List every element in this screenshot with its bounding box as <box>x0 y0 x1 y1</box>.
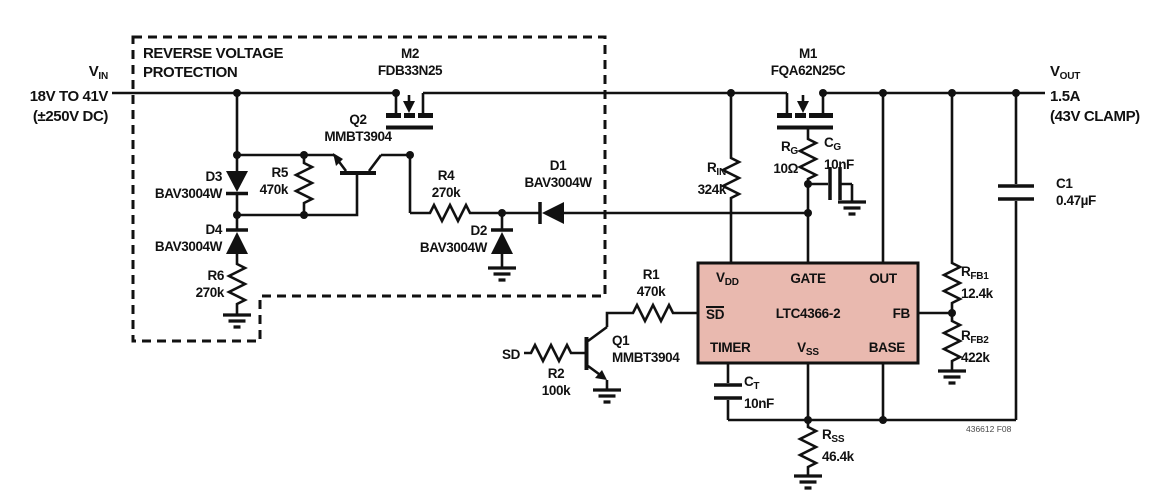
ct-label: CT 10nF <box>744 374 774 411</box>
rss-label: RSS 46.4k <box>822 427 854 464</box>
d1-diode-triangle <box>542 202 564 224</box>
chip-pin-base: BASE <box>868 340 906 355</box>
resistors <box>226 136 963 470</box>
chip-pin-sd: SD <box>706 306 725 322</box>
chip-pin-out: OUT <box>869 271 897 286</box>
grounds <box>223 200 966 490</box>
chip-pin-fb: FB <box>892 306 911 321</box>
figure-number: 436612 F08 <box>966 424 1012 434</box>
rg-label: RG 10Ω <box>773 139 798 176</box>
ct-capacitor-symbol <box>714 383 742 400</box>
rss-ground <box>794 474 822 490</box>
rg-resistor-symbol <box>797 136 819 182</box>
capacitors <box>714 167 1034 400</box>
c1-capacitor-symbol <box>998 184 1034 201</box>
protection-dashed-box <box>131 35 607 343</box>
cg-label: CG 10nF <box>824 135 854 172</box>
rfb2-resistor-symbol <box>941 318 963 364</box>
m2-body-arrow <box>403 101 415 113</box>
d3-diode-triangle <box>226 171 248 192</box>
q1-emitter-arrow <box>595 370 607 380</box>
rin-label: RIN 324k <box>697 160 727 197</box>
chip-pin-vss: VSS <box>797 340 819 358</box>
mosfet-bars <box>340 113 833 370</box>
rfb1-resistor-symbol <box>941 260 963 306</box>
rfb1-label: RFB1 12.4k <box>961 264 993 301</box>
d2-diode-triangle <box>491 232 513 254</box>
sd-input-label: SD <box>502 347 520 362</box>
chip-pin-gate: GATE <box>790 271 826 286</box>
d2-ground <box>488 266 516 282</box>
vout-label: VOUT 1.5A (43V CLAMP) <box>1050 63 1140 125</box>
protection-box-title: REVERSE VOLTAGE PROTECTION <box>143 45 284 81</box>
wires <box>112 91 1045 475</box>
r1-resistor-symbol <box>630 302 676 324</box>
r2-resistor-symbol <box>528 342 574 364</box>
cg-ground <box>838 200 866 216</box>
chip-pin-vdd: VDD <box>716 270 739 288</box>
q1-ground <box>593 388 621 404</box>
triangles <box>226 101 809 380</box>
q1-wires <box>524 311 698 389</box>
junction-dots <box>233 89 1020 424</box>
cg-capacitor-symbol <box>828 167 842 200</box>
bars <box>226 191 542 232</box>
d4-diode-triangle <box>226 232 248 254</box>
r6-ground <box>223 313 251 329</box>
chip-name: LTC4366-2 <box>775 306 841 321</box>
q2-node-wires <box>237 153 410 217</box>
r6-resistor-symbol <box>226 261 248 307</box>
rfb2-label: RFB2 422k <box>961 328 990 365</box>
vin-label: VIN 18V TO 41V (±250V DC) <box>29 63 109 125</box>
rin-resistor-symbol <box>720 155 742 201</box>
m1-body-arrow <box>797 101 809 113</box>
r4-resistor-symbol <box>427 202 473 224</box>
rss-resistor-symbol <box>797 424 819 470</box>
rfb2-ground <box>938 369 966 385</box>
r5-resistor-symbol <box>293 160 315 206</box>
q2-emitter-arrow <box>333 153 343 166</box>
chip-pin-timer: TIMER <box>710 340 751 355</box>
